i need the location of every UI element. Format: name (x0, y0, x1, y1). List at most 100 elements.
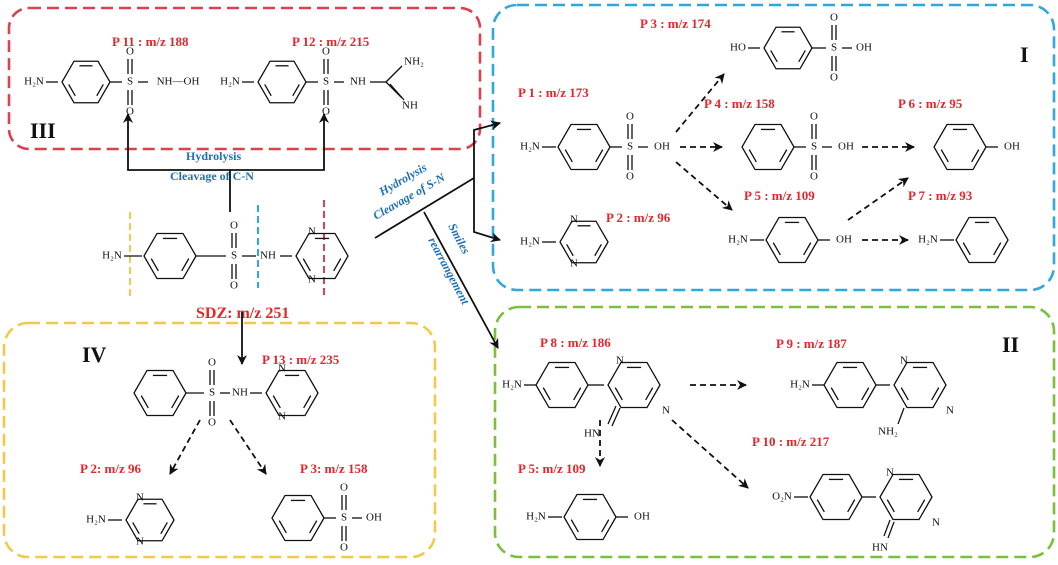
nitrogen-atom: N (308, 274, 316, 286)
region-box-IV (2, 321, 437, 559)
arrow-p8-to-p10 (671, 419, 749, 489)
double-bond (917, 499, 926, 513)
hydroxyl-group: OH (654, 141, 670, 153)
oxygen-atom: O (626, 111, 634, 123)
sulfur-atom: S (627, 141, 633, 153)
hydroxylamine-group: NH—OH (157, 76, 200, 88)
p10-benzene-ring (809, 473, 863, 521)
double-bond (96, 84, 104, 97)
arrow-p13-to-p2b (169, 419, 201, 475)
p13-pyrimidine-ring (265, 369, 319, 417)
nitrogen-atom: N (900, 355, 908, 367)
sulfur-atom: S (209, 387, 215, 399)
p2-ring (559, 220, 609, 264)
oxygen-atom: O (126, 106, 134, 118)
oxygen-atom: O (230, 220, 238, 232)
oxygen-atom: O (626, 171, 634, 183)
region-label-IV: IV (82, 342, 107, 367)
sulfur-atom: S (811, 141, 817, 153)
arrow-p13-to-p3b (229, 419, 267, 475)
sulfur-atom: S (323, 76, 329, 88)
region-box-III (7, 6, 482, 151)
amine-group: H₂N (520, 236, 540, 248)
p6-ring (933, 123, 987, 171)
double-bond (264, 84, 272, 97)
double-bond (940, 149, 949, 163)
hydroxyl-group: OH (366, 512, 382, 524)
region-label-I: I (1020, 42, 1029, 67)
p4-ring (741, 123, 795, 171)
nitrogen-atom: N (570, 258, 578, 270)
label-p13: P 13 : m/z 235 (262, 352, 340, 367)
imine-nh: NH (402, 100, 418, 112)
bond (897, 407, 905, 425)
double-bond (595, 149, 604, 163)
double-bond (302, 258, 311, 272)
amine-group: H₂N (526, 511, 546, 523)
double-bond (132, 522, 140, 535)
hydroxyl-group: OH (856, 42, 872, 54)
imine-nh: NH (350, 76, 366, 88)
label-p4: P 4 : m/z 158 (704, 96, 775, 111)
sulfur-atom: S (127, 76, 133, 88)
p2b-ring (125, 498, 175, 542)
double-bond (900, 387, 909, 401)
region-box-I (491, 3, 1056, 292)
sulfur-atom: S (341, 512, 347, 524)
double-bond (542, 387, 551, 401)
process-hydrolysis-cn-2: Cleavage of C-N (170, 169, 254, 183)
double-bond (931, 387, 940, 401)
oxygen-atom: O (810, 111, 818, 123)
amine-group: NH₂ (878, 426, 898, 438)
nitrogen-atom: N (278, 411, 286, 423)
label-p5b: P 5: m/z 109 (518, 461, 586, 476)
nitrogen-atom: N (616, 355, 624, 367)
label-p5: P 5 : m/z 109 (744, 188, 815, 203)
molecule-structures: H₂N S O O NH—OH H₂N S O O NH NH₂ NH H₂N S O O N HN N H₂N S O O… (24, 12, 1020, 554)
double-bond (645, 387, 654, 401)
region-label-III: III (30, 118, 56, 143)
region-label-II: II (1002, 332, 1019, 357)
nitrogen-atom: N (662, 405, 670, 417)
p12-ring (257, 60, 307, 104)
double-bond (594, 244, 602, 257)
p5-ring (765, 216, 819, 264)
hydroxyl-group: OH (634, 511, 650, 523)
oxygen-atom: O (230, 280, 238, 292)
hydroxyl-group: OH (1004, 141, 1020, 153)
double-bond (886, 499, 895, 513)
amine-group: H₂N (220, 76, 240, 88)
amine-group: H₂N (502, 379, 522, 391)
label-p8: P 8 : m/z 186 (540, 335, 611, 350)
arrow-p1-to-p5 (675, 161, 733, 211)
sdz-pyrimidine-ring (295, 232, 349, 280)
nitrogen-atom: N (136, 492, 144, 504)
bond (887, 521, 895, 539)
arrow-sdz-to-p11 (123, 113, 231, 212)
sulfur-atom: S (831, 42, 837, 54)
sulfur-atom: S (231, 250, 237, 262)
double-bond (830, 387, 839, 401)
oxygen-atom: O (322, 46, 330, 58)
p5b-ring (563, 493, 617, 541)
double-bond (68, 84, 76, 97)
double-bond (564, 149, 573, 163)
label-p9: P 9 : m/z 187 (776, 336, 847, 351)
oxygen-atom: O (208, 417, 216, 429)
double-bond (573, 387, 582, 401)
bond (611, 407, 621, 427)
imine-hn: HN (584, 428, 600, 440)
label-p2: P 2 : m/z 96 (606, 210, 671, 225)
label-p7: P 7 : m/z 93 (908, 188, 973, 203)
double-bond (971, 149, 980, 163)
nitrogen-atom: N (886, 467, 894, 479)
double-bond (614, 387, 623, 401)
double-bond (816, 499, 825, 513)
double-bond (150, 258, 159, 272)
double-bond (861, 387, 870, 401)
double-bond (570, 519, 579, 533)
amine-group: H₂N (918, 234, 938, 246)
nitrogen-atom: N (570, 214, 578, 226)
arrow-smiles-to-p8 (423, 211, 499, 349)
nitrogen-atom: N (278, 363, 286, 375)
